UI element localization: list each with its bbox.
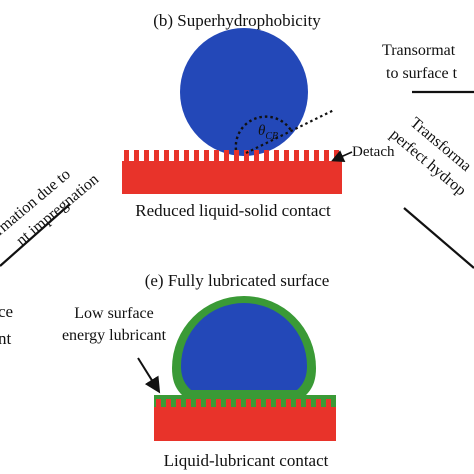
detach-arrow <box>331 150 353 162</box>
surface-pillar <box>184 150 189 162</box>
top-right-label-line1: Transormat <box>382 42 456 59</box>
panel-e-caption: Liquid-lubricant contact <box>164 451 329 470</box>
surface-pillar <box>254 150 259 162</box>
surface-pillar <box>296 399 301 408</box>
surface-pillar <box>234 150 239 162</box>
top-right-label-line2: to surface t <box>386 65 458 82</box>
surface-pillar <box>326 399 331 408</box>
panel-b-caption: Reduced liquid-solid contact <box>135 201 331 220</box>
bottom-left-label-line2: nt <box>0 329 12 348</box>
bottom-left-label-line1: ce <box>0 302 13 321</box>
water-droplet-lubricated <box>181 303 307 390</box>
panel-b-title: (b) Superhydrophobicity <box>153 11 321 30</box>
detach-label: Detach <box>352 144 395 160</box>
contact-angle-label: θCB <box>258 123 278 142</box>
surface-pillar <box>286 399 291 408</box>
right-connector <box>403 207 474 269</box>
contact-angle-arc <box>234 115 294 151</box>
surface-pillar <box>156 399 161 408</box>
surface-pillar <box>194 150 199 162</box>
surface-pillar <box>166 399 171 408</box>
surface-pillar <box>196 399 201 408</box>
panel-e-illustration <box>154 296 336 441</box>
surface-pillar <box>324 150 329 162</box>
surface-pillar <box>244 150 249 162</box>
surface-pillar <box>314 150 319 162</box>
panel-b-illustration: θCB Detach <box>122 28 395 194</box>
theta-symbol: θ <box>258 123 266 139</box>
surface-pillar <box>226 399 231 408</box>
panel-e-title: (e) Fully lubricated surface <box>145 271 330 290</box>
surface-pillar <box>284 150 289 162</box>
surface-pillar <box>256 399 261 408</box>
surface-pillar <box>264 150 269 162</box>
surface-pillars-lubricated <box>156 399 331 408</box>
textured-substrate-lubricated <box>154 407 336 441</box>
surface-pillar <box>174 150 179 162</box>
surface-pillar <box>214 150 219 162</box>
surface-pillar <box>304 150 309 162</box>
surface-pillars <box>124 150 339 162</box>
surface-pillar <box>134 150 139 162</box>
surface-pillar <box>216 399 221 408</box>
surface-pillar <box>144 150 149 162</box>
water-droplet <box>180 28 308 156</box>
lubricant-label-line2: energy lubricant <box>62 327 167 344</box>
surface-pillar <box>154 150 159 162</box>
surface-pillar <box>224 150 229 162</box>
surface-pillar <box>124 150 129 162</box>
lubricant-arrow <box>137 357 161 394</box>
surface-pillar <box>316 399 321 408</box>
surface-pillar <box>186 399 191 408</box>
surface-pillar <box>266 399 271 408</box>
lubricant-label-line1: Low surface <box>74 305 154 322</box>
surface-pillar <box>176 399 181 408</box>
surface-pillar <box>206 399 211 408</box>
surface-pillar <box>306 399 311 408</box>
surface-pillar <box>274 150 279 162</box>
left-connector <box>0 203 71 267</box>
theta-subscript: CB <box>265 131 278 142</box>
surface-pillar <box>204 150 209 162</box>
right-rotated-label: Transforma perfect hydrop <box>387 114 474 199</box>
surface-pillar <box>164 150 169 162</box>
surface-pillar <box>294 150 299 162</box>
surface-pillar <box>236 399 241 408</box>
textured-substrate <box>122 161 342 194</box>
surface-pillar <box>276 399 281 408</box>
surface-pillar <box>246 399 251 408</box>
left-rotated-label: rmation due to nt impregnation <box>0 166 102 249</box>
